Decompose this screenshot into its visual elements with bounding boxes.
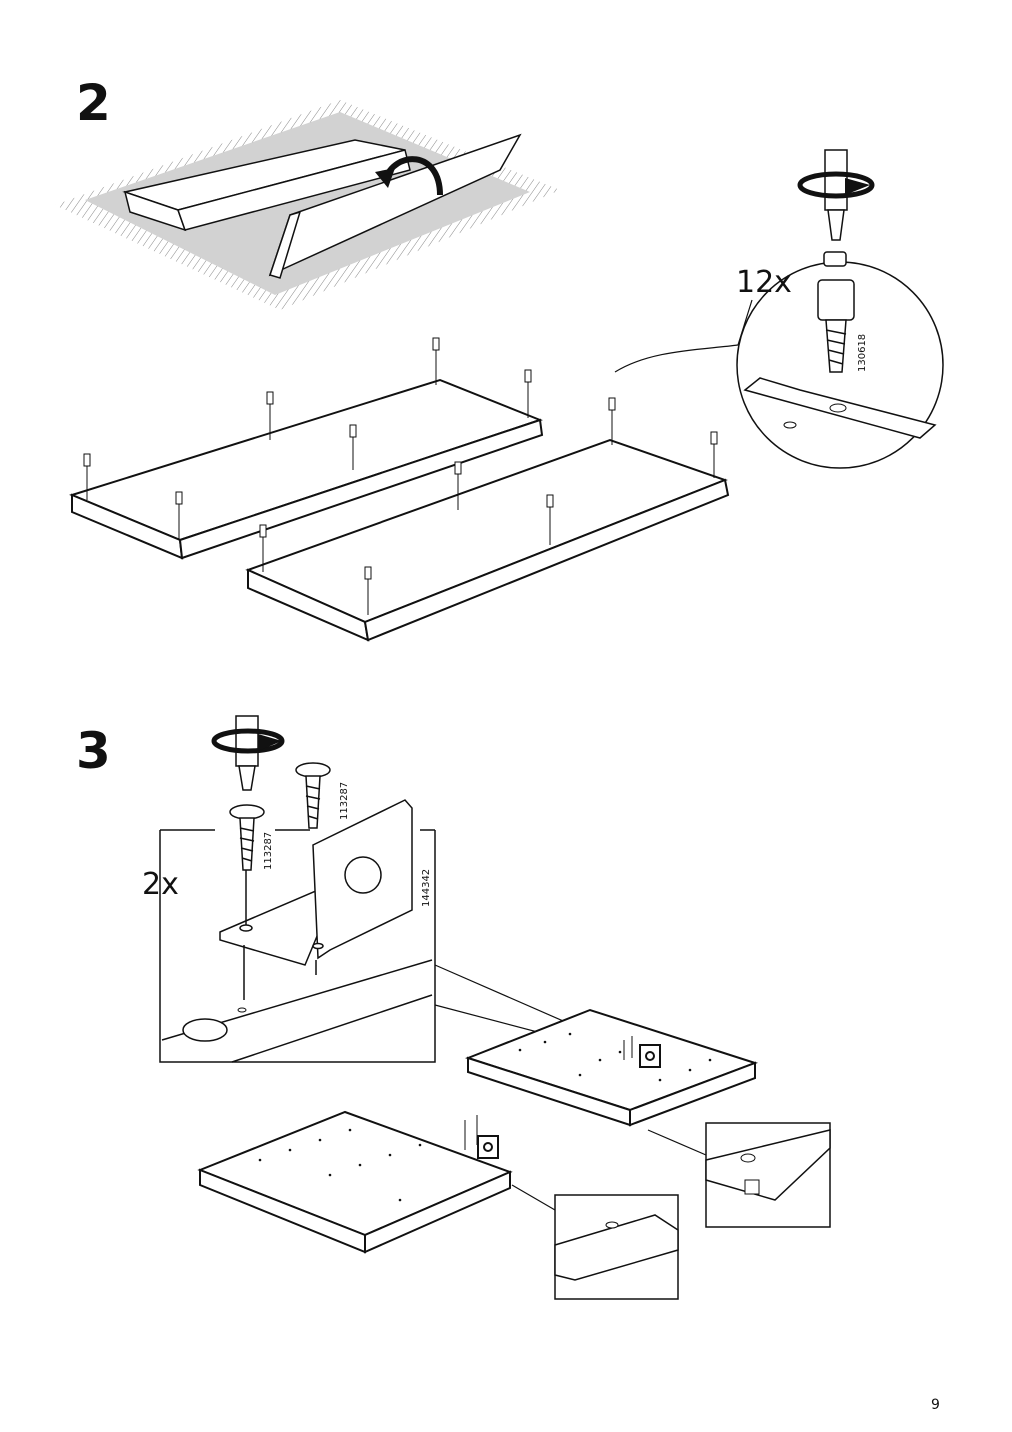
page-number: 9	[931, 1397, 940, 1413]
part-number-dowel: 130618	[857, 333, 868, 372]
edge-detail-box-2	[511, 1184, 679, 1300]
shelf-right	[465, 1008, 759, 1127]
cam-dowel-icon	[817, 251, 855, 373]
shelf-left	[197, 1110, 513, 1254]
panel-left	[69, 378, 544, 560]
screw-icon	[295, 762, 331, 829]
rotate-clockwise-icon	[211, 728, 285, 754]
screw-icon	[229, 804, 265, 871]
edge-detail-box-1	[647, 1122, 831, 1228]
screwdriver-icon	[235, 715, 259, 791]
quantity-label-step-2: 12x	[736, 265, 792, 300]
step-number-3: 3	[76, 722, 111, 780]
flip-panel-right	[268, 133, 522, 279]
part-number-screw-2: 113287	[339, 781, 350, 820]
flip-panel-left	[122, 139, 411, 232]
bracket-detail-box	[159, 829, 436, 1063]
flip-arrow-icon	[375, 156, 443, 196]
part-number-bracket: 144342	[421, 868, 432, 907]
shelf-left-holes	[258, 1128, 422, 1202]
step-number-2: 2	[76, 74, 111, 132]
bracket-icon	[219, 799, 413, 1000]
rotate-clockwise-icon	[797, 171, 875, 199]
cam-dowel-markers	[83, 337, 718, 615]
shelf-right-holes	[518, 1032, 712, 1082]
quantity-label-step-3: 2x	[142, 867, 179, 902]
part-number-screw-1: 113287	[263, 831, 274, 870]
